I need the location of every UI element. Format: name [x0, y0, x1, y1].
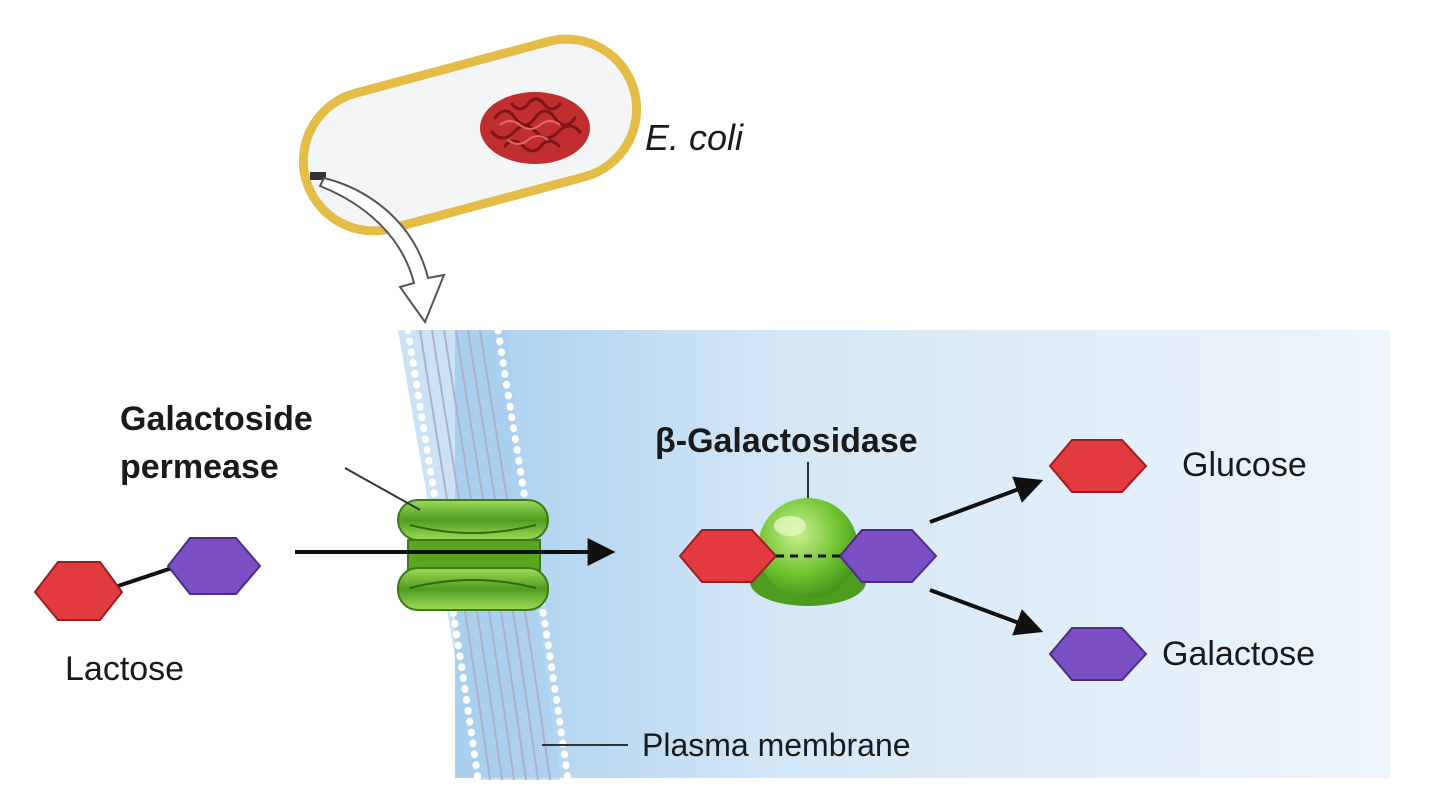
- hexagon-icon: [1048, 627, 1148, 681]
- membrane-transporter-icon: [397, 499, 549, 611]
- glucose-label: Glucose: [1182, 446, 1307, 484]
- enzyme-icon: [750, 498, 866, 606]
- hexagon-icon: [33, 561, 124, 621]
- ecoli-label: E. coli: [645, 117, 744, 158]
- galactose-arrow: [929, 588, 1044, 636]
- lactose-label: Lactose: [65, 650, 184, 688]
- hexagon-icon: [166, 537, 262, 595]
- glucose-arrow: [929, 476, 1044, 524]
- enzyme-label: β-Galactosidase: [655, 422, 918, 460]
- membrane-label: Plasma membrane: [642, 727, 911, 763]
- galactose-label: Galactose: [1162, 635, 1315, 673]
- hexagon-icon: [838, 529, 938, 583]
- lactose-molecule: [33, 537, 262, 621]
- permease-label-line1: Galactoside: [120, 400, 313, 438]
- nucleoid-icon: [480, 92, 590, 164]
- permease-leader-line: [344, 467, 421, 511]
- rod-bacterium-icon: [298, 34, 642, 236]
- hexagon-icon: [1048, 439, 1148, 493]
- zoom-marker: [310, 172, 326, 180]
- permease-label-line2: permease: [120, 448, 279, 486]
- zoom-arrow: [318, 176, 446, 325]
